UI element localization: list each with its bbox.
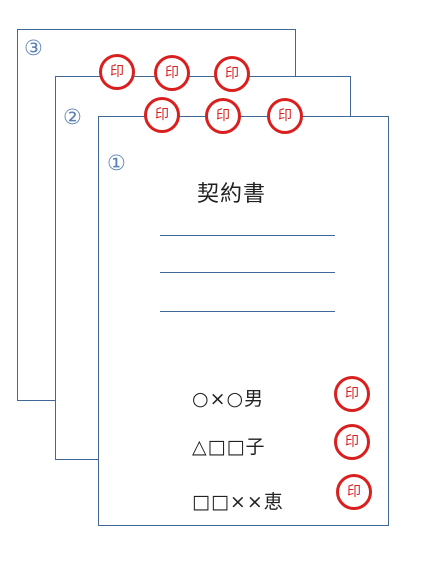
seal-icon: 印 (336, 474, 372, 510)
signer-name: ○×○男 (192, 388, 265, 410)
contract-title: 契約書 (197, 182, 267, 207)
signer-name: △□□子 (192, 436, 266, 458)
sheet-number: ② (63, 105, 82, 129)
blank-line (160, 311, 335, 312)
sheet-number: ① (107, 151, 126, 175)
seal-icon: 印 (334, 424, 370, 460)
seal-icon: 印 (154, 55, 190, 91)
sheet-1: ① 契約書 ○×○男 △□□子 □□××恵 印 印 印 (98, 116, 389, 526)
blank-line (160, 272, 335, 273)
seal-icon: 印 (214, 56, 250, 92)
signer-name: □□××恵 (192, 491, 284, 513)
blank-line (160, 235, 335, 236)
seal-icon: 印 (205, 98, 241, 134)
seal-icon: 印 (99, 54, 135, 90)
seal-icon: 印 (144, 97, 180, 133)
sheet-number: ③ (24, 36, 43, 60)
seal-icon: 印 (267, 98, 303, 134)
seal-icon: 印 (334, 376, 370, 412)
